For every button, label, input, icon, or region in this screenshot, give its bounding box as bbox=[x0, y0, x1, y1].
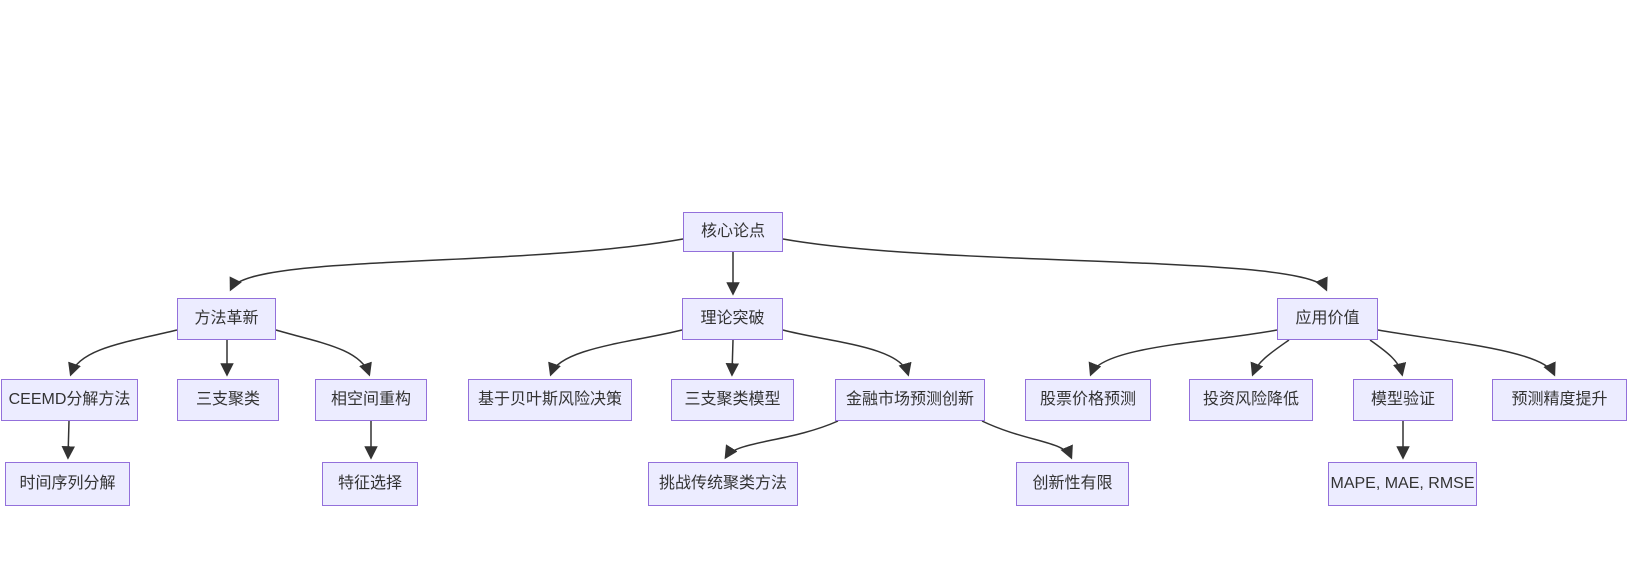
node-accuracy: 预测精度提升 bbox=[1492, 379, 1627, 421]
node-phase: 相空间重构 bbox=[315, 379, 427, 421]
node-challenge: 挑战传统聚类方法 bbox=[648, 462, 798, 506]
edge-application-risk bbox=[1250, 339, 1290, 377]
edge-application-stock bbox=[1088, 329, 1278, 377]
node-metrics: MAPE, MAE, RMSE bbox=[1328, 462, 1477, 506]
edge-group bbox=[61, 238, 1556, 460]
edge-method-ceemd bbox=[68, 329, 178, 377]
node-limited: 创新性有限 bbox=[1016, 462, 1129, 506]
node-theory: 理论突破 bbox=[682, 298, 783, 340]
node-method: 方法革新 bbox=[177, 298, 276, 340]
edge-finance-challenge bbox=[724, 420, 839, 460]
node-application: 应用价值 bbox=[1277, 298, 1378, 340]
node-ceemd: CEEMD分解方法 bbox=[1, 379, 138, 421]
node-feature: 特征选择 bbox=[322, 462, 418, 506]
edge-theory-bayes bbox=[548, 329, 683, 377]
node-validation: 模型验证 bbox=[1353, 379, 1453, 421]
edge-theory-finance bbox=[782, 329, 912, 377]
node-timeseries: 时间序列分解 bbox=[5, 462, 130, 506]
edge-method-phase bbox=[275, 329, 372, 377]
edge-finance-limited bbox=[981, 420, 1073, 460]
edge-core-method bbox=[229, 238, 684, 292]
node-stock: 股票价格预测 bbox=[1025, 379, 1151, 421]
node-finance: 金融市场预测创新 bbox=[835, 379, 985, 421]
edge-ceemd-timeseries bbox=[61, 420, 76, 460]
node-core: 核心论点 bbox=[683, 212, 783, 252]
node-risk: 投资风险降低 bbox=[1189, 379, 1313, 421]
node-threeway: 三支聚类 bbox=[177, 379, 279, 421]
edge-application-accuracy bbox=[1377, 329, 1556, 377]
edge-theory-threewaymodel bbox=[725, 339, 740, 377]
edge-application-validation bbox=[1369, 339, 1407, 377]
node-bayes: 基于贝叶斯风险决策 bbox=[468, 379, 632, 421]
node-threewaymodel: 三支聚类模型 bbox=[671, 379, 794, 421]
edge-core-application bbox=[782, 238, 1328, 292]
